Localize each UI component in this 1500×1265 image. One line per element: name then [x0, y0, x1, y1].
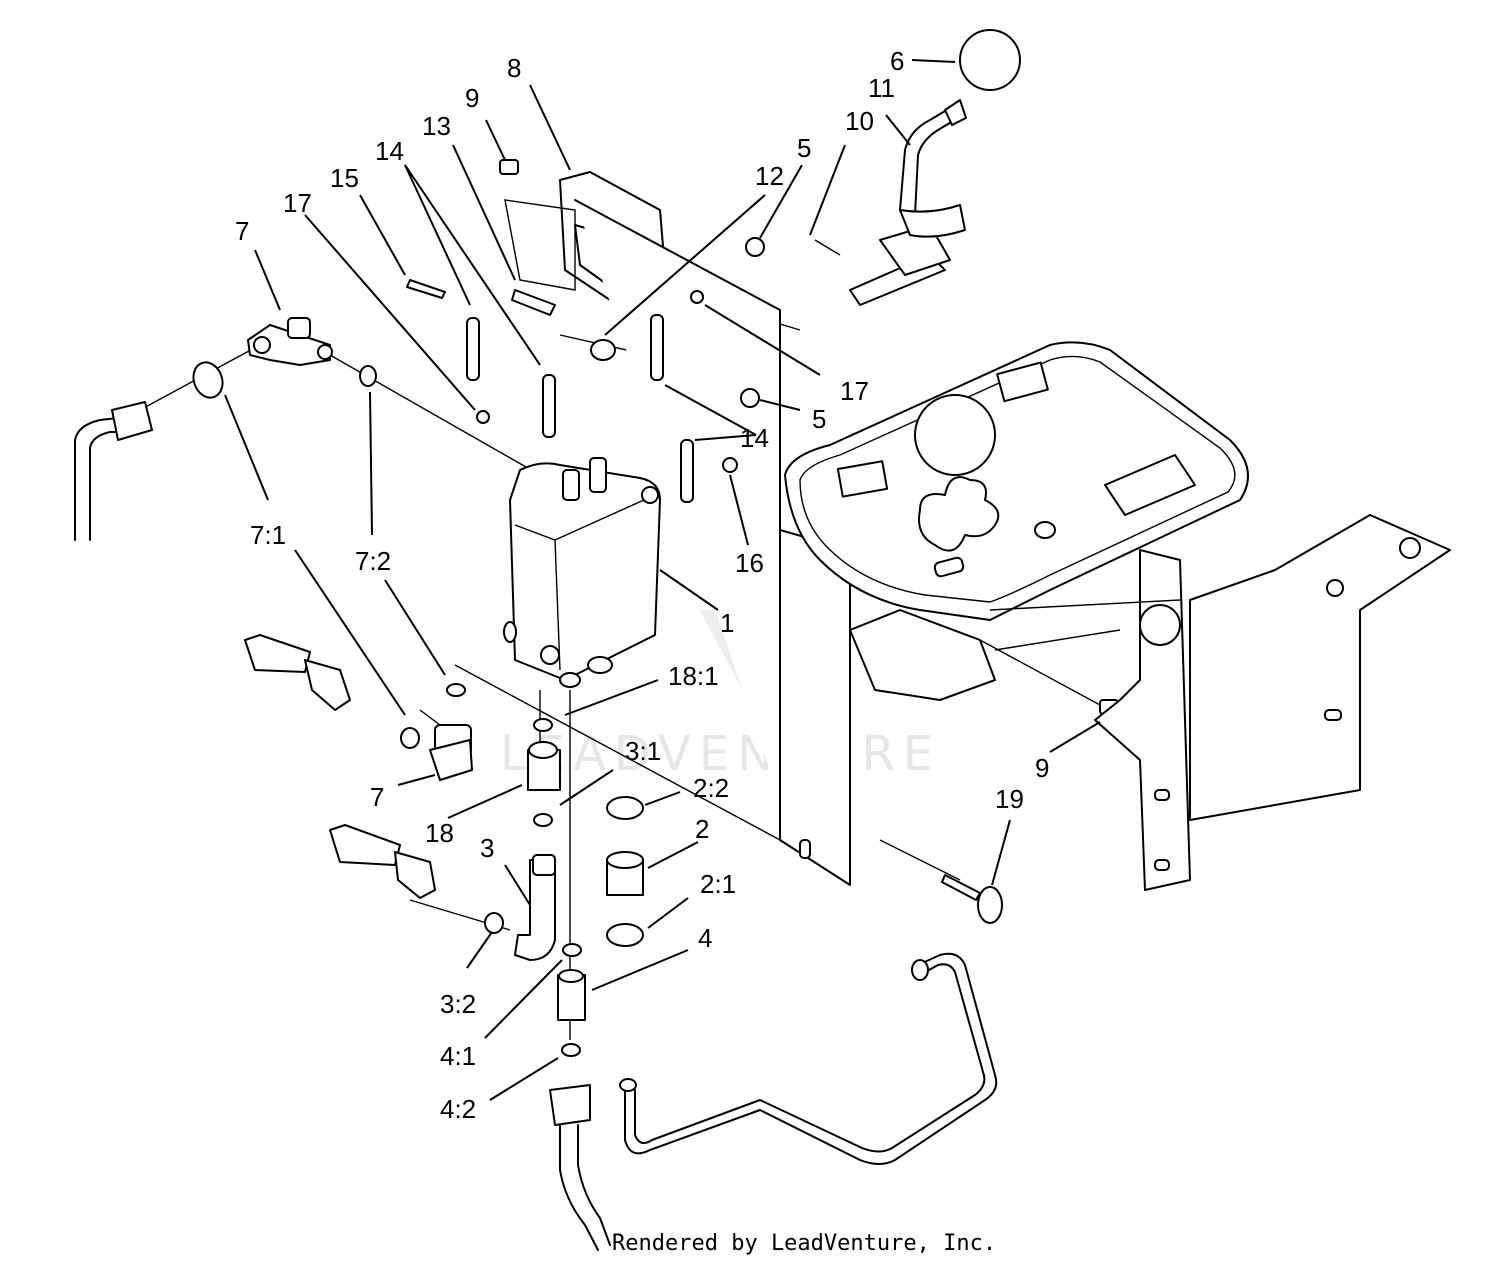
callout-16: 16: [735, 548, 764, 578]
callout-7-1: 7:1: [250, 520, 286, 550]
callout-2-2: 2:2: [693, 773, 729, 803]
callout-2: 2: [695, 814, 709, 844]
callout-12: 12: [755, 161, 784, 191]
upper-hose: [74, 361, 377, 541]
callout-8: 8: [507, 53, 521, 83]
callout-17-right: 17: [840, 376, 869, 406]
callout-14: 14: [375, 136, 404, 166]
callout-6: 6: [890, 46, 904, 76]
elbow-fitting-7-upper: [247, 317, 333, 366]
lower-left-fittings: [244, 634, 556, 961]
seat-plate: [784, 341, 1249, 621]
callout-13: 13: [422, 111, 451, 141]
callout-5-right: 5: [812, 404, 826, 434]
valve-body-1: [503, 457, 661, 688]
callout-7-2: 7:2: [355, 546, 391, 576]
watermark-text: LEADVENTURE: [500, 726, 941, 782]
callout-14-right: 14: [740, 423, 769, 453]
knob-6: [959, 29, 1021, 91]
callout-11: 11: [868, 73, 895, 103]
callout-7: 7: [235, 216, 249, 246]
seat-support-frame: [849, 514, 1451, 891]
callout-7-lower: 7: [370, 782, 384, 812]
callout-4: 4: [698, 923, 712, 953]
callout-4-2: 4:2: [440, 1094, 476, 1124]
callout-3-1: 3:1: [625, 736, 661, 766]
linkage-rods: [406, 159, 1119, 715]
callout-labels: 6 11 8 9 13 14 15 17 7 12 5 10 17 5 14 1…: [235, 46, 1049, 1124]
render-credit: Rendered by LeadVenture, Inc.: [612, 1231, 996, 1256]
pivot-bolt-19: [941, 874, 1003, 924]
callout-17: 17: [283, 188, 312, 218]
control-lever: [814, 29, 1021, 306]
callout-3: 3: [480, 833, 494, 863]
callout-10: 10: [845, 106, 874, 136]
leader-lines: [224, 59, 1101, 1101]
callout-18-1: 18:1: [668, 661, 719, 691]
callout-5: 5: [797, 133, 811, 163]
callout-2-1: 2:1: [700, 869, 736, 899]
callout-1: 1: [720, 608, 734, 638]
callout-3-2: 3:2: [440, 989, 476, 1019]
callout-19: 19: [995, 784, 1024, 814]
callout-4-1: 4:1: [440, 1041, 476, 1071]
callout-18: 18: [425, 818, 454, 848]
callout-9: 9: [465, 83, 479, 113]
callout-9-lower: 9: [1035, 753, 1049, 783]
mounting-column: [504, 199, 851, 886]
center-fittings: [527, 718, 611, 1251]
callout-15: 15: [330, 163, 359, 193]
adapter-2: [606, 796, 644, 947]
lower-pipe: [619, 952, 998, 1165]
